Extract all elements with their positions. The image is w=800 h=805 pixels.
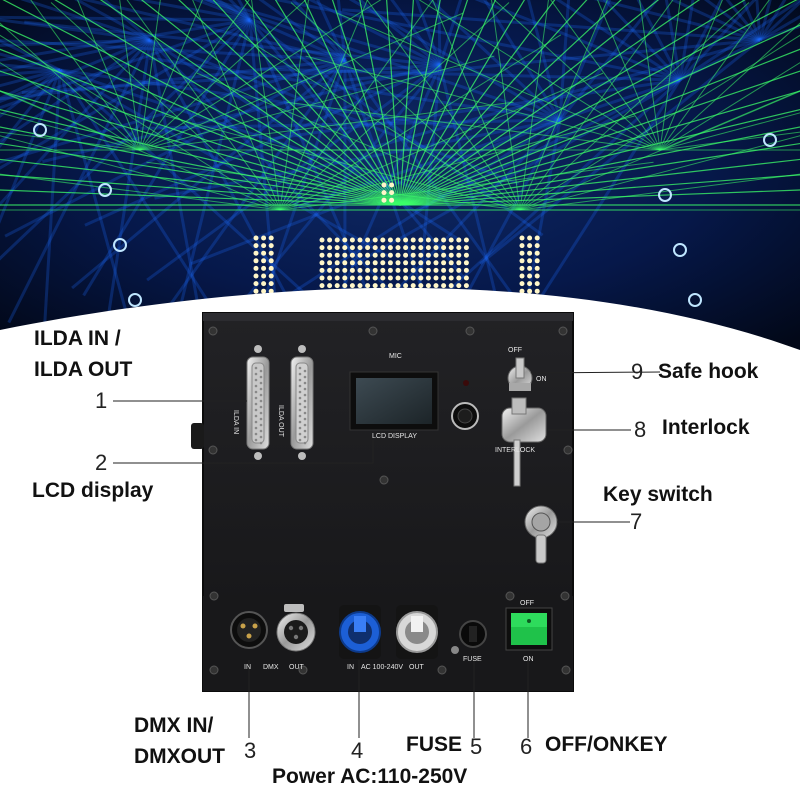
label-dmx-line1: DMX IN/ [134,714,213,738]
panel-text-dmx: DMX [263,664,279,671]
power-rocker-switch [506,608,552,650]
power-out-connector [396,605,438,659]
number-6: 6 [520,735,532,759]
number-8: 8 [634,418,646,442]
panel-text-switch-on: ON [523,656,534,663]
lcd-screen [350,372,438,430]
panel-text-ac-range: AC 100-240V [361,664,403,671]
panel-text-fuse: FUSE [463,656,482,663]
label-safe-hook: Safe hook [658,360,758,384]
label-off-on-key: OFF/ONKEY [545,733,668,757]
power-in-connector [339,605,381,659]
push-button [452,403,478,429]
label-ilda-line2: ILDA OUT [34,358,132,382]
ilda-out-connector [291,345,313,460]
label-fuse: FUSE [406,733,462,757]
panel-text-off-top: OFF [508,347,522,354]
number-9: 9 [631,360,643,384]
panel-text-in: IN [244,664,251,671]
panel-text-on-top: ON [536,376,547,383]
panel-text-ilda-out: ILDA OUT [277,405,284,437]
panel-text-interlock: INTERLOCK [495,447,535,454]
panel-text-power-out: OUT [409,664,424,671]
panel-text-power-in: IN [347,664,354,671]
label-dmx-line2: DMXOUT [134,745,225,769]
ilda-in-connector [247,345,269,460]
panel-text-lcd-display: LCD DISPLAY [372,433,417,440]
label-interlock: Interlock [662,416,750,440]
number-3: 3 [244,739,256,763]
number-7: 7 [630,510,642,534]
panel-text-switch-off: OFF [520,600,534,607]
panel-text-ilda-in: ILDA IN [232,410,239,434]
number-1: 1 [95,389,107,413]
label-lcd-display: LCD display [32,479,153,503]
number-4: 4 [351,739,363,763]
label-key-switch: Key switch [603,483,713,507]
number-5: 5 [470,735,482,759]
number-2: 2 [95,451,107,475]
panel-text-out: OUT [289,664,304,671]
dmx-in-connector [231,612,267,648]
panel-text-mic: MIC [389,353,402,360]
label-ilda-line1: ILDA IN / [34,327,121,351]
label-power: Power AC:110-250V [272,765,467,789]
